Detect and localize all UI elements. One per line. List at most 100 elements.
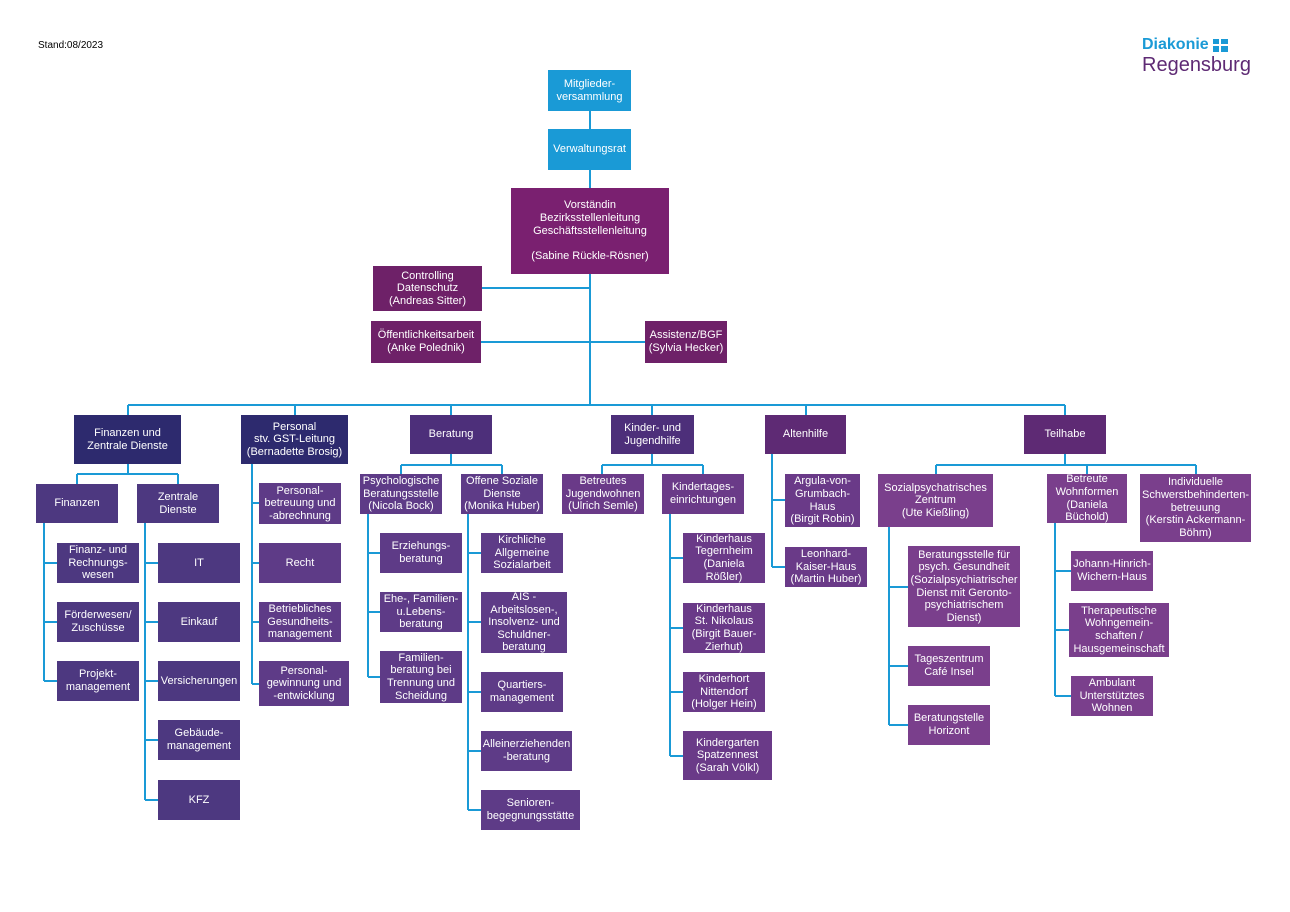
quartiersmanagement-box: Quartiers-management [481, 672, 563, 712]
box-text-line: gewinnung und [266, 677, 342, 690]
box-text-line: Betriebliches [268, 603, 332, 616]
box-text-line: Trennung und [386, 677, 456, 689]
leonhard-kaiser-haus-box: Leonhard-Kaiser-Haus(Martin Huber) [785, 547, 867, 587]
box-text-line: Wichern-Haus [1077, 571, 1147, 583]
box-text-line: Gesundheits- [267, 615, 333, 628]
wichern-haus-box: Johann-Hinrich-Wichern-Haus [1071, 551, 1153, 591]
box-text-line: Haus [809, 500, 836, 513]
seniorenbegegnungsstaette-box: Senioren-begegnungsstätte [481, 790, 580, 830]
box-text-line: Büchold) [1065, 511, 1109, 524]
logo-name: Diakonie [1142, 36, 1209, 53]
foerderwesen-box: Förderwesen/Zuschüsse [57, 602, 139, 642]
box-text-line: Johann-Hinrich- [1073, 558, 1151, 571]
box-text-line: Verwaltungsrat [553, 143, 626, 156]
box-text-line: Insolvenz- und [488, 616, 560, 629]
box-text-line: AIS - [511, 590, 537, 603]
box-text-line: management [489, 692, 555, 704]
box-text-line: Tegernheim [695, 545, 753, 558]
kindertageseinrichtungen-box: Kindertages-einrichtungen [662, 474, 744, 514]
versicherungen-box: Versicherungen [158, 661, 240, 701]
box-text-line: Dienst) [946, 611, 982, 624]
box-text-line: Zuschüsse [71, 622, 125, 634]
box-text-line: Dienste [159, 503, 197, 516]
box-text-line: (Andreas Sitter) [388, 294, 467, 307]
box-text-line: Schuldner- [497, 628, 551, 641]
box-text-line: Zierhut) [705, 640, 743, 653]
box-text-line: Teilhabe [1044, 428, 1086, 441]
box-text-line: Vorständin [564, 199, 616, 212]
box-text-line: (Sylvia Hecker) [648, 342, 724, 354]
box-text-line: Jugendwohnen [565, 487, 641, 500]
box-text-line: Finanz- und [68, 544, 128, 557]
stand-date: Stand:08/2023 [38, 40, 104, 51]
box-text-line: Böhm) [1179, 526, 1212, 539]
beratung-box: Beratung [410, 415, 492, 454]
box-text-line: Personal [272, 420, 317, 433]
box-text-line: Betreutes [579, 475, 627, 488]
box-text-line: Kinderhaus [696, 532, 752, 545]
box-text-line: (Anke Polednik) [387, 342, 465, 354]
box-text-line: Projekt- [79, 668, 117, 681]
box-text-line: -entwicklung [273, 689, 335, 702]
box-text-line: Wohnen [1091, 702, 1133, 715]
box-text-line: Individuelle [1167, 476, 1224, 489]
box-text-line: Zentrale [157, 490, 199, 503]
box-text-line: Öffentlichkeitsarbeit [377, 329, 475, 342]
box-text-line: begegnungsstätte [486, 810, 575, 822]
ehe-familienberatung-box: Ehe-, Familien-u.Lebens-beratung [380, 592, 462, 632]
box-text-line: Kinderhaus [696, 602, 752, 615]
box-text-line: -beratung [502, 751, 551, 763]
box-text-line: (Holger Hein) [691, 698, 757, 711]
box-text-line: Alleinerziehenden [482, 738, 571, 751]
recht-box: Recht [259, 543, 341, 583]
box-text-line: Finanzen und [94, 426, 161, 439]
box-text-line: Recht [285, 556, 315, 569]
box-text-line: Förderwesen/ [64, 609, 132, 622]
box-text-line: management [65, 681, 131, 693]
box-text-line: (Martin Huber) [790, 573, 862, 586]
box-text-line: management [267, 628, 333, 641]
gebaeudemanagement-box: Gebäude-management [158, 720, 240, 760]
box-text-line: (Birgit Bauer- [691, 628, 757, 640]
box-text-line: Argula-von- [794, 475, 851, 488]
box-text-line: Horizont [928, 725, 970, 737]
box-text-line [588, 237, 591, 250]
box-text-line: Mitglieder- [563, 77, 616, 90]
box-text-line: einrichtungen [669, 494, 737, 506]
box-text-line: betreuung [1170, 501, 1221, 514]
box-text-line: Therapeutische [1081, 604, 1157, 617]
box-text-line: IT [194, 556, 204, 569]
mitgliederversammlung-box: Mitglieder-versammlung [548, 70, 631, 111]
box-text-line: Gebäude- [174, 727, 224, 740]
personalbetreuung-box: Personal-betreuung und-abrechnung [259, 483, 341, 524]
box-text-line: beratung bei [390, 664, 452, 677]
personalgewinnung-box: Personal-gewinnung und-entwicklung [259, 661, 349, 706]
box-text-line: betreuung und [264, 497, 336, 510]
finanzen-box: Finanzen [36, 484, 118, 523]
box-text-line: (Daniela [1066, 498, 1108, 511]
box-text-line: Personal- [276, 484, 324, 497]
verwaltungsrat-box: Verwaltungsrat [548, 129, 631, 170]
box-text-line: Jugendhilfe [624, 434, 681, 447]
box-text-line: Zentrum [915, 494, 956, 507]
box-text-line: Arbeitslosen-, [490, 603, 558, 616]
box-text-line: Assistenz/BGF [649, 329, 723, 342]
argula-grumbach-haus-box: Argula-von-Grumbach-Haus(Birgit Robin) [785, 474, 860, 527]
box-text-line: u.Lebens- [396, 605, 446, 618]
box-text-line: Café Insel [924, 666, 974, 678]
box-text-line: psych. Gesundheit [918, 561, 1010, 574]
box-text-line: Rechnungs- [68, 556, 128, 569]
